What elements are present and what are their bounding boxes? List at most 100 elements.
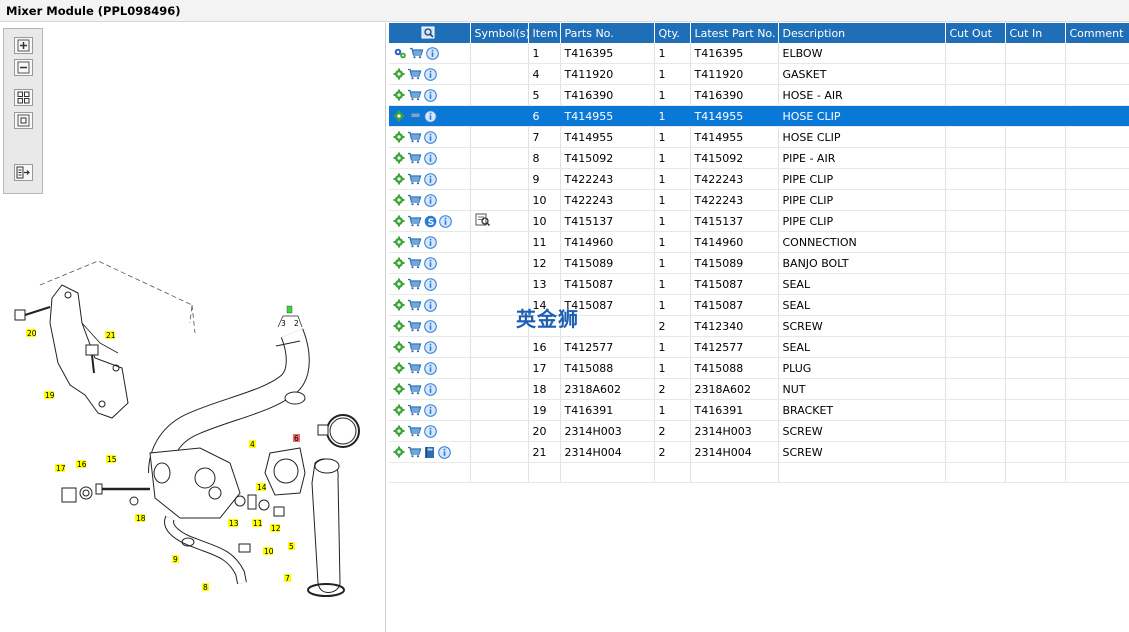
- info-icon[interactable]: [424, 235, 437, 249]
- cart-icon[interactable]: [407, 131, 422, 143]
- info-icon[interactable]: [424, 424, 437, 438]
- gears-icon[interactable]: [393, 47, 407, 59]
- cart-icon[interactable]: [407, 89, 422, 101]
- fit-all-button[interactable]: [14, 89, 33, 106]
- gear-icon[interactable]: [393, 152, 405, 164]
- column-header-qty[interactable]: Qty.: [654, 23, 691, 43]
- actual-size-button[interactable]: [14, 112, 33, 129]
- cart-icon[interactable]: [407, 341, 422, 353]
- cart-icon[interactable]: [407, 299, 422, 311]
- info-icon[interactable]: [424, 130, 437, 144]
- gear-icon[interactable]: [393, 131, 405, 143]
- gear-icon[interactable]: [393, 278, 405, 290]
- info-icon[interactable]: [424, 403, 437, 417]
- column-header-latest-part-no[interactable]: Latest Part No.: [690, 23, 779, 43]
- column-header-cut-in[interactable]: Cut In: [1005, 23, 1066, 43]
- service-s-icon[interactable]: S: [424, 215, 437, 228]
- zoom-out-button[interactable]: [14, 59, 33, 76]
- info-icon[interactable]: [424, 340, 437, 354]
- cart-icon[interactable]: [407, 257, 422, 269]
- gear-icon[interactable]: [393, 320, 405, 332]
- zoom-in-button[interactable]: [14, 37, 33, 54]
- gear-icon[interactable]: [393, 404, 405, 416]
- info-icon[interactable]: [424, 277, 437, 291]
- cart-icon[interactable]: [407, 68, 422, 80]
- cart-icon[interactable]: [407, 425, 422, 437]
- cart-icon[interactable]: [407, 194, 422, 206]
- cart-icon[interactable]: [409, 47, 424, 59]
- gear-icon[interactable]: [393, 299, 405, 311]
- column-header-comment[interactable]: Comment: [1065, 23, 1129, 43]
- gear-icon[interactable]: [393, 341, 405, 353]
- gear-icon[interactable]: [393, 89, 405, 101]
- gear-icon[interactable]: [393, 215, 405, 227]
- cart-icon[interactable]: [407, 320, 422, 332]
- view-document-icon[interactable]: [475, 213, 491, 227]
- info-icon[interactable]: [424, 67, 437, 81]
- info-icon[interactable]: [438, 445, 451, 459]
- cart-icon[interactable]: [407, 215, 422, 227]
- cart-icon[interactable]: [407, 383, 422, 395]
- cart-icon[interactable]: [407, 278, 422, 290]
- gear-icon[interactable]: [393, 110, 405, 122]
- gear-icon[interactable]: [393, 425, 405, 437]
- cart-icon[interactable]: [407, 362, 422, 374]
- info-icon[interactable]: [424, 361, 437, 375]
- info-icon[interactable]: [424, 172, 437, 186]
- column-header-description[interactable]: Description: [778, 23, 946, 43]
- info-icon[interactable]: [424, 319, 437, 333]
- gear-icon[interactable]: [393, 68, 405, 80]
- export-button[interactable]: [14, 164, 33, 181]
- info-icon[interactable]: [424, 298, 437, 312]
- info-icon[interactable]: [424, 109, 437, 123]
- column-header-tools[interactable]: [389, 23, 471, 43]
- gear-icon[interactable]: [393, 236, 405, 248]
- info-icon[interactable]: [424, 88, 437, 102]
- column-header-cut-out[interactable]: Cut Out: [945, 23, 1006, 43]
- cart-icon[interactable]: [407, 173, 422, 185]
- info-icon[interactable]: [424, 193, 437, 207]
- gear-icon[interactable]: [393, 446, 405, 458]
- cart-icon[interactable]: [407, 446, 422, 458]
- gear-icon[interactable]: [393, 173, 405, 185]
- exploded-diagram[interactable]: 3 2 20 21 19 4 6 17 16 15 14 18 13 11 12…: [0, 23, 386, 632]
- gear-icon[interactable]: [393, 194, 405, 206]
- info-icon[interactable]: [424, 256, 437, 270]
- cart-icon[interactable]: [407, 110, 422, 122]
- info-icon[interactable]: [424, 382, 437, 396]
- info-icon[interactable]: [426, 46, 439, 60]
- cart-icon[interactable]: [407, 236, 422, 248]
- book-icon[interactable]: [424, 446, 436, 459]
- column-header-item[interactable]: Item: [528, 23, 561, 43]
- column-header-symbols[interactable]: Symbol(s): [470, 23, 529, 43]
- info-icon[interactable]: [424, 151, 437, 165]
- cart-icon[interactable]: [407, 152, 422, 164]
- info-icon[interactable]: [439, 214, 452, 228]
- diagram-pane[interactable]: 3 2 20 21 19 4 6 17 16 15 14 18 13 11 12…: [0, 23, 386, 632]
- gear-icon[interactable]: [393, 383, 405, 395]
- cart-icon[interactable]: [407, 404, 422, 416]
- gear-icon[interactable]: [393, 257, 405, 269]
- gear-icon[interactable]: [393, 362, 405, 374]
- column-header-parts-no[interactable]: Parts No.: [560, 23, 655, 43]
